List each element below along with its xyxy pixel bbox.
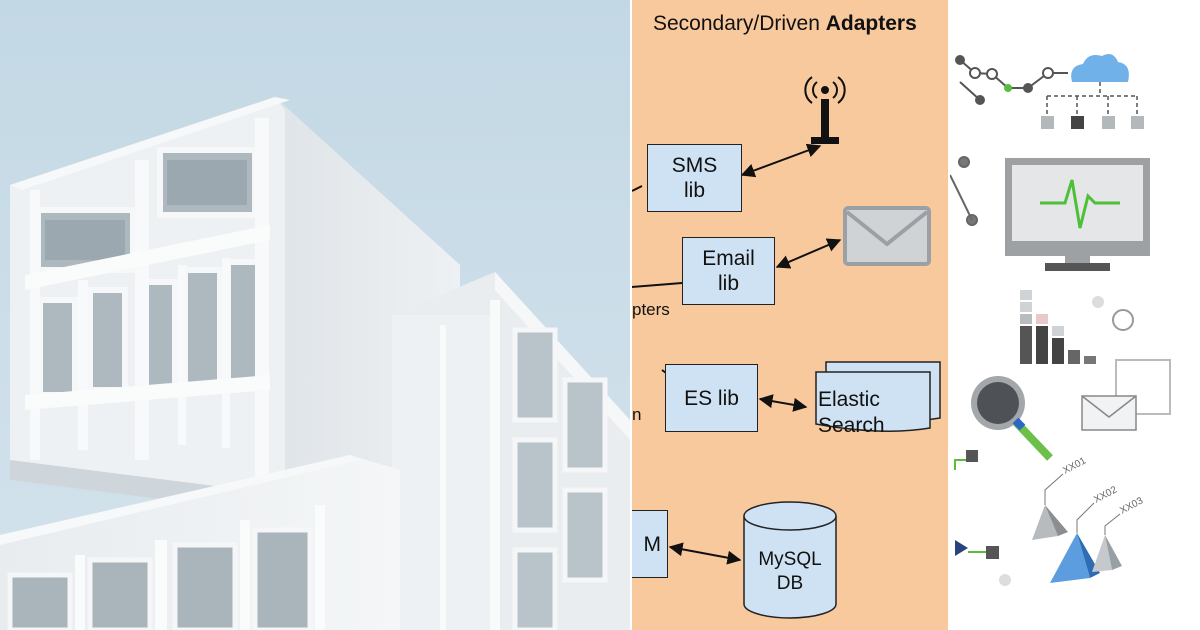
mysql-cylinder <box>743 501 837 619</box>
connector-icon <box>954 450 978 470</box>
es-lib-box: ES lib <box>665 364 758 432</box>
cut-off-box: M <box>632 510 668 578</box>
envelope-icon <box>843 206 931 266</box>
cut-off-n-text: n <box>632 405 642 424</box>
pyramid-tag-2: XX02 <box>1092 484 1119 505</box>
tech-icons-panel: XX01 XX02 XX03 <box>950 0 1200 630</box>
cloud-icon <box>1041 54 1144 129</box>
dot-icon <box>999 574 1011 586</box>
magnifier-icon <box>971 376 1053 461</box>
diagram-title: Secondary/Driven Adapters <box>653 12 917 35</box>
pyramids-icon <box>1032 473 1122 583</box>
network-chain-icon <box>955 55 1068 105</box>
pyramid-tag-3: XX03 <box>1118 495 1145 516</box>
small-circle-icon <box>1092 296 1104 308</box>
cut-off-adapters-text: pters <box>632 300 670 319</box>
building-photo <box>0 0 630 630</box>
graph-nodes-icon <box>950 156 978 226</box>
pyramid-tag-1: XX01 <box>1061 455 1088 476</box>
antenna-icon <box>804 76 846 144</box>
adapters-diagram: Secondary/Driven Adapters <box>632 0 948 630</box>
connector-icon-2 <box>955 540 999 559</box>
ring-icon <box>1112 309 1134 331</box>
bar-chart-icon <box>1020 290 1096 364</box>
monitor-pulse-icon <box>1005 158 1150 271</box>
mail-frame-icon <box>1081 359 1171 431</box>
diagram-connectors <box>632 76 941 619</box>
elastic-search-documents <box>815 361 941 432</box>
